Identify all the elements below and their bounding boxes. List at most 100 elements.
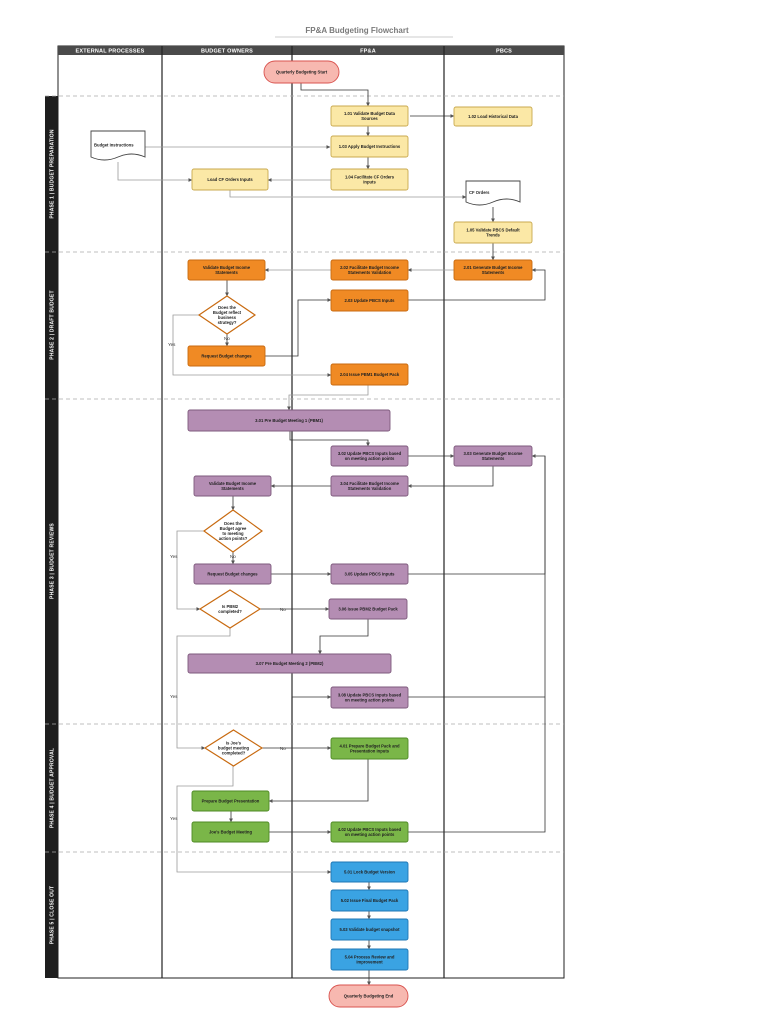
- node-text-req2: Request Budget changes: [201, 354, 252, 359]
- phase-label-2: PHASE 2 | DRAFT BUDGET: [50, 290, 56, 359]
- conn-402-pbcs: [408, 456, 546, 833]
- node-cfload: Load CF Orders Inputs: [191, 168, 269, 191]
- conn-d4-501: [176, 766, 332, 874]
- node-shape-n503: [330, 918, 409, 941]
- node-shape-n105: [453, 221, 533, 244]
- node-text-n502: 5.02 Issue Final Budget Pack: [341, 898, 399, 903]
- conn-307-308: [291, 673, 332, 699]
- node-shape-n301: [187, 409, 391, 432]
- node-n307: 3.07 Pre Budget Meeting 2 (PBM2): [187, 653, 392, 674]
- connectors: [117, 83, 546, 986]
- chart-title: FP&A Budgeting Flowchart: [305, 26, 409, 35]
- node-shape-req2: [187, 345, 266, 367]
- nodes: Quarterly Budgeting Start 1.01 Validate B…: [90, 60, 533, 1008]
- node-end: Quarterly Budgeting End: [328, 984, 409, 1008]
- conn-306-307: [318, 619, 369, 655]
- lane-header-external: EXTERNAL PROCESSES: [76, 49, 145, 55]
- node-shape-n204: [330, 363, 409, 386]
- node-shape-n402: [330, 821, 409, 843]
- conn-start-101: [300, 83, 370, 107]
- node-shape-req3: [193, 563, 272, 585]
- node-shape-cforders: [465, 180, 521, 206]
- conn-204-301: [287, 385, 369, 411]
- node-shape-prep4: [191, 790, 270, 812]
- node-text-n203: 2.03 Update PBCS Inputs: [344, 298, 395, 303]
- conn-d1-204: [172, 314, 332, 377]
- node-joe: Joe's Budget Meeting: [191, 821, 270, 843]
- node-shape-d3: [198, 589, 262, 629]
- node-shape-n304: [330, 475, 409, 497]
- node-text-prep4: Prepare Budget Presentation: [202, 799, 260, 804]
- node-req3: Request Budget changes: [193, 563, 272, 585]
- conn-203-201: [408, 268, 546, 301]
- node-n305: 3.05 Update PBCS Inputs: [330, 563, 409, 585]
- node-n203: 2.03 Update PBCS Inputs: [330, 289, 409, 312]
- node-shape-n303: [453, 445, 533, 467]
- node-n502: 5.02 Issue Final Budget Pack: [330, 889, 409, 912]
- node-n301: 3.01 Pre Budget Meeting 1 (PBM1): [187, 409, 391, 432]
- phase-bar: [45, 96, 58, 978]
- conn-303-304: [407, 466, 494, 488]
- node-start: Quarterly Budgeting Start: [263, 60, 340, 84]
- node-instr: Budget Instructions: [90, 130, 146, 161]
- label-yes-d1: Yes: [168, 342, 176, 347]
- label-yes-d3: Yes: [170, 694, 178, 699]
- node-shape-n302: [330, 445, 409, 467]
- lane-header-fpa: FP&A: [360, 49, 376, 55]
- node-shape-n308: [330, 686, 409, 709]
- node-shape-instr: [90, 130, 146, 161]
- node-shape-n502: [330, 889, 409, 912]
- node-text-cforders: CF Orders: [469, 190, 490, 195]
- node-shape-n307: [187, 653, 392, 674]
- node-shape-joe: [191, 821, 270, 843]
- node-shape-end: [328, 984, 409, 1008]
- node-text-n306: 3.06 Issue PBM2 Budget Pack: [338, 607, 398, 612]
- node-text-instr: Budget Instructions: [94, 142, 134, 147]
- lane-header-budget-owners: BUDGET OWNERS: [201, 49, 253, 55]
- node-shape-n501: [330, 861, 409, 883]
- conn-d2-d3: [176, 530, 204, 611]
- node-n102: 1.02 Load Historical Data: [453, 106, 533, 127]
- node-shape-d4: [203, 729, 264, 767]
- node-text-n301: 3.01 Pre Budget Meeting 1 (PBM1): [255, 418, 323, 423]
- label-no-d2: No: [230, 554, 236, 559]
- node-text-joe: Joe's Budget Meeting: [209, 830, 253, 835]
- node-shape-n306: [328, 598, 408, 620]
- node-text-n503: 5.03 Validate budget snapshot: [339, 927, 400, 932]
- node-n306: 3.06 Issue PBM2 Budget Pack: [328, 598, 408, 620]
- lane-header-pbcs: PBCS: [496, 49, 512, 55]
- node-prep4: Prepare Budget Presentation: [191, 790, 270, 812]
- node-n501: 5.01 Lock Budget Version: [330, 861, 409, 883]
- node-n103: 1.03 Apply Budget Instructions: [330, 135, 409, 158]
- conn-301-302: [289, 431, 370, 447]
- node-text-n102: 1.02 Load Historical Data: [468, 114, 518, 119]
- node-shape-n504: [330, 948, 409, 971]
- node-n503: 5.03 Validate budget snapshot: [330, 918, 409, 941]
- node-text-n501: 5.01 Lock Budget Version: [344, 870, 395, 875]
- node-n204: 2.04 Issue PBM1 Budget Pack: [330, 363, 409, 386]
